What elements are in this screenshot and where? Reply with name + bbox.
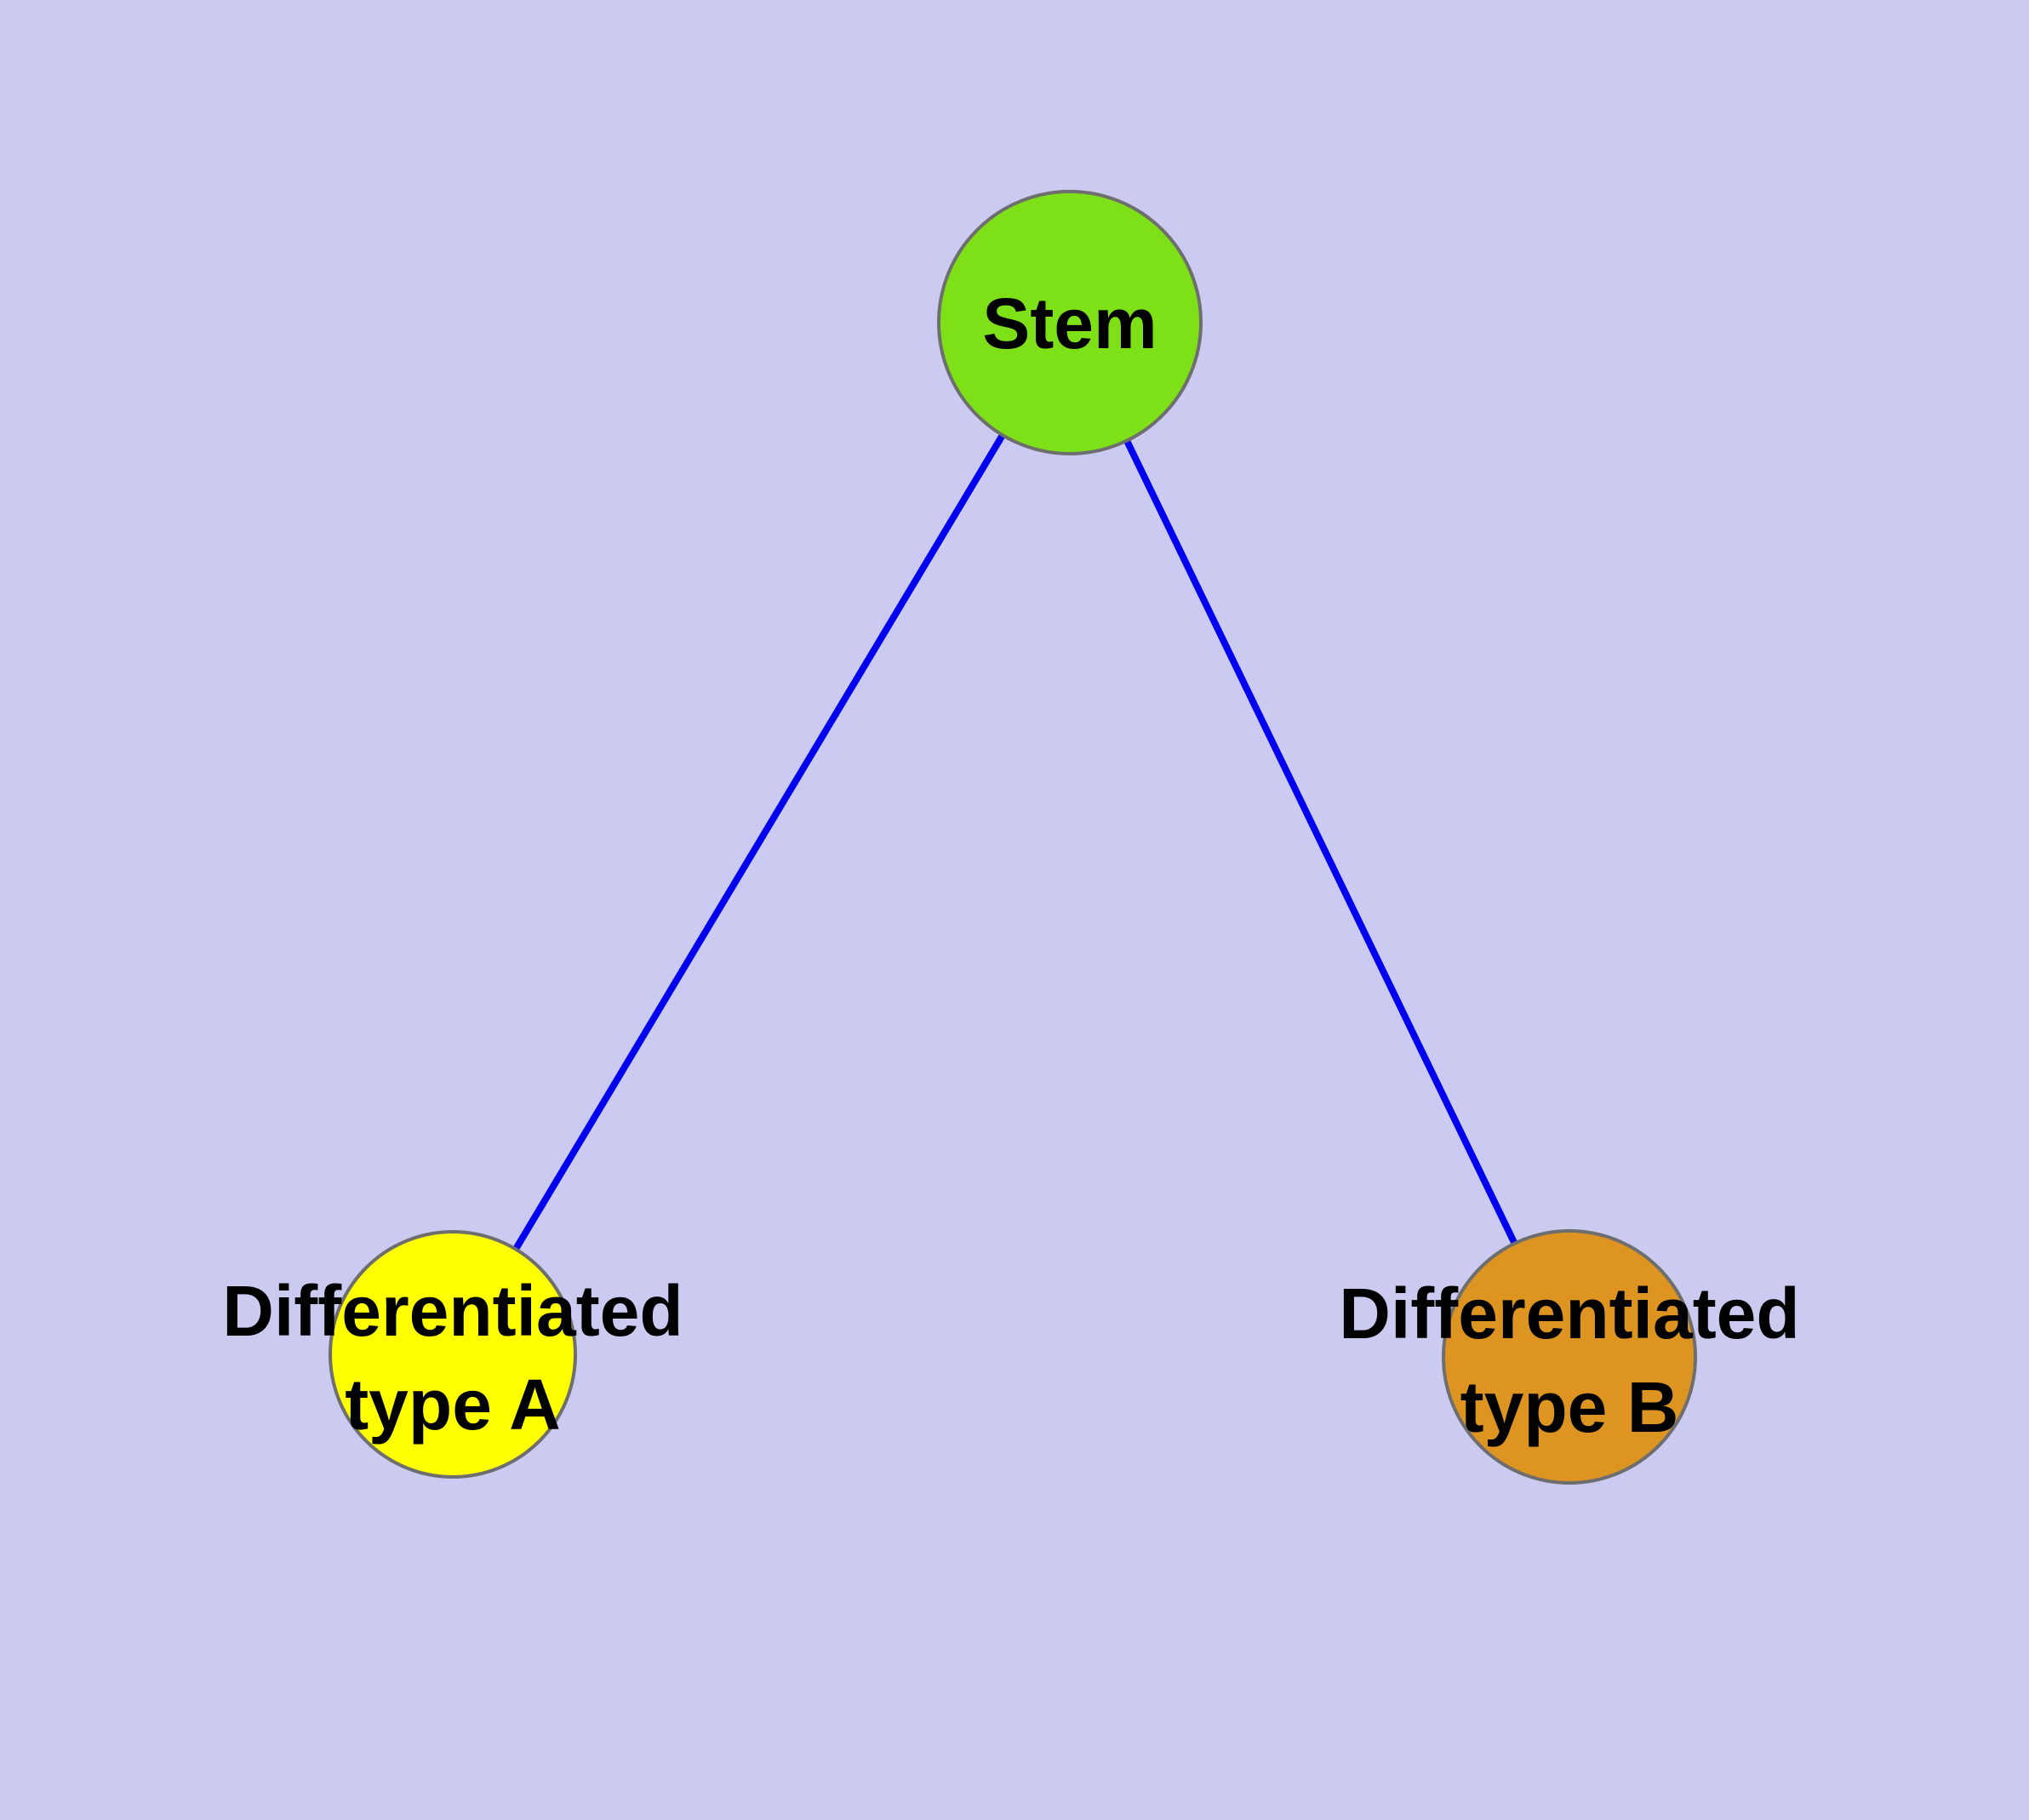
- differentiated-type-a-node[interactable]: [329, 1230, 577, 1479]
- stem-node-label: Stem: [982, 283, 1157, 363]
- differentiated-type-b-label-line2: type B: [1460, 1367, 1679, 1447]
- edge-stem-to-type-b[interactable]: [1066, 321, 1573, 1359]
- differentiated-type-a-label-line1: Differentiated: [222, 1271, 683, 1351]
- differentiated-type-b-label-line1: Differentiated: [1339, 1273, 1799, 1354]
- differentiated-type-a-label-line2: type A: [345, 1365, 561, 1445]
- differentiated-type-b-node[interactable]: [1442, 1229, 1697, 1485]
- edge-stem-to-type-a[interactable]: [449, 320, 1073, 1357]
- stem-node[interactable]: [937, 190, 1203, 455]
